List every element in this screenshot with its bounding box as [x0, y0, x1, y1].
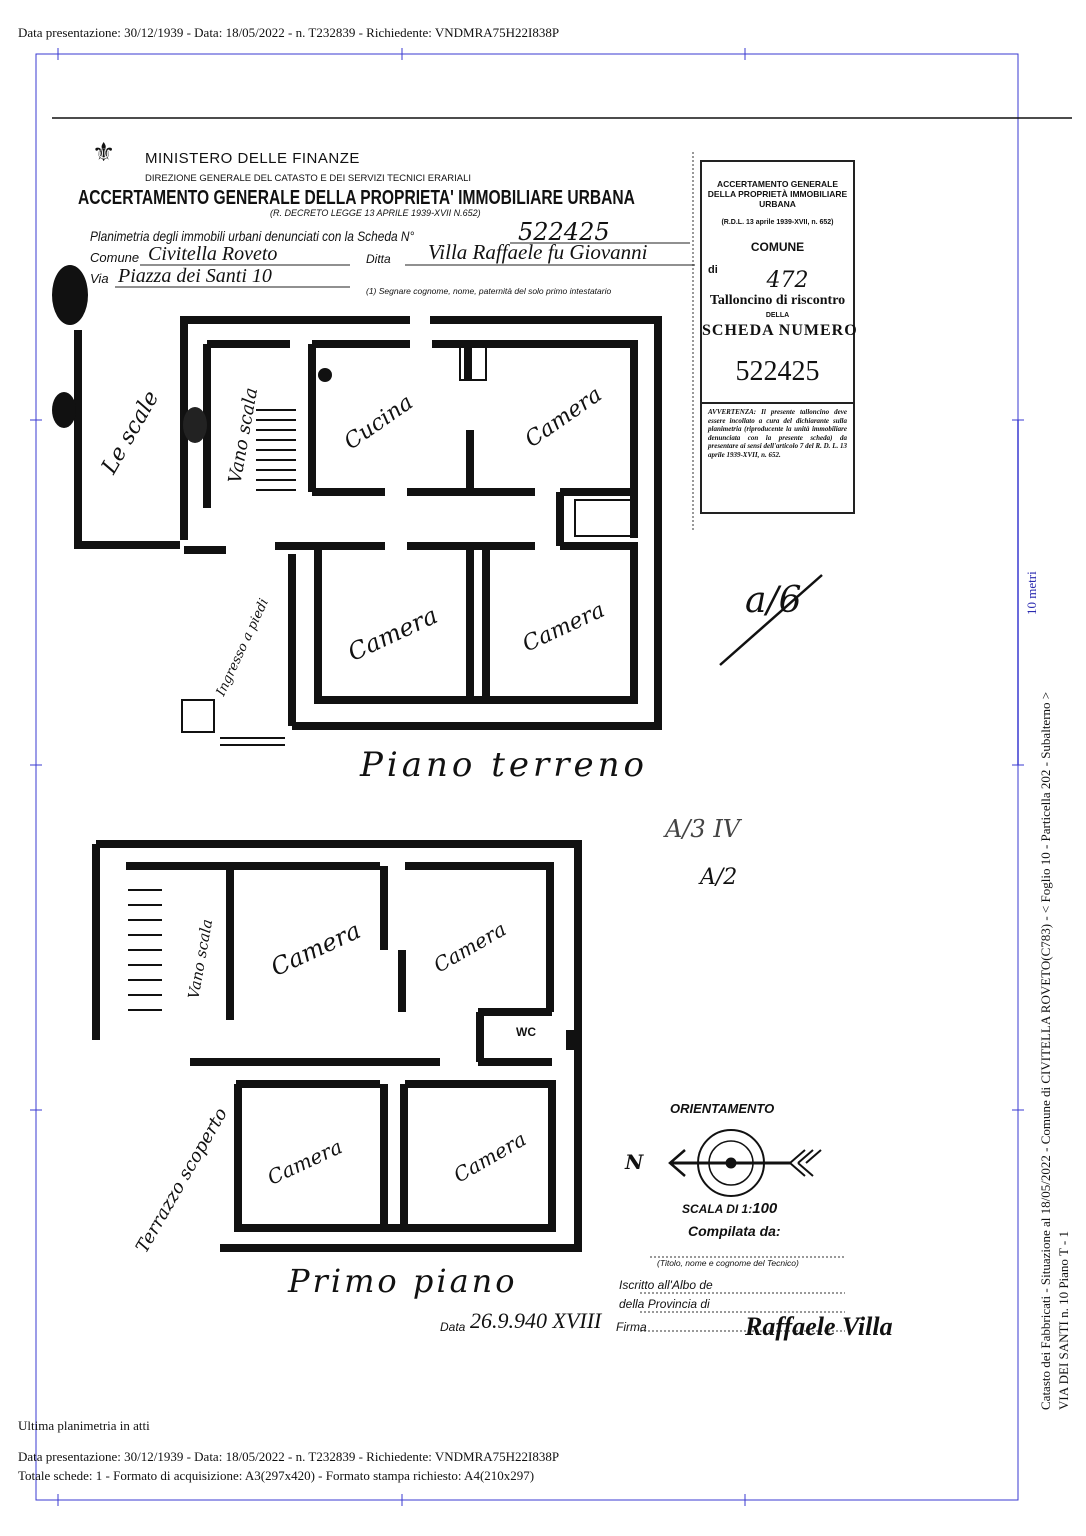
scale-bar-label: 10 metri: [1024, 571, 1039, 615]
scala-label: SCALA DI 1:100: [682, 1200, 778, 1217]
titolo-label: (Titolo, nome e cognome del Tecnico): [657, 1258, 799, 1268]
form-title: ACCERTAMENTO GENERALE DELLA PROPRIETA' I…: [78, 187, 635, 209]
emblem-icon: ⚜: [92, 138, 116, 167]
ditta-value: Villa Raffaele fu Giovanni: [428, 240, 648, 264]
north-label: N: [625, 1150, 644, 1174]
fraction-note: a/6: [745, 580, 802, 621]
talloncino-avvertenza: AVVERTENZA: Il presente talloncino deve …: [702, 402, 853, 463]
talloncino-della: DELLA: [765, 312, 790, 319]
orientamento-label: ORIENTAMENTO: [670, 1101, 775, 1116]
scala-value: 100: [752, 1200, 778, 1217]
talloncino-title: ACCERTAMENTO GENERALE DELLA PROPRIETÀ IM…: [707, 179, 848, 209]
comune-value: Civitella Roveto: [148, 243, 278, 265]
talloncino-scheda: SCHEDA NUMERO: [702, 322, 858, 339]
first-floor-walls: [92, 840, 582, 1252]
decree: (R. DECRETO LEGGE 13 APRILE 1939-XVII N.…: [270, 208, 481, 218]
ground-floor-walls: [74, 316, 662, 730]
footer-line-2: Totale schede: 1 - Formato di acquisizio…: [18, 1468, 535, 1483]
signature: Raffaele Villa: [745, 1312, 893, 1341]
via-value: Piazza dei Santi 10: [118, 265, 272, 287]
data-value: 26.9.940 XVIII: [470, 1308, 602, 1333]
footer-ultima: Ultima planimetria in atti: [18, 1418, 150, 1433]
category-note: A/3 IV: [665, 815, 741, 843]
firma-label: Firma: [616, 1320, 647, 1334]
footer-line-1: Data presentazione: 30/12/1939 - Data: 1…: [18, 1449, 560, 1464]
ministry-name: MINISTERO DELLE FINANZE: [145, 150, 360, 167]
ditta-label: Ditta: [366, 252, 391, 266]
talloncino-riscontro: Talloncino di riscontro: [709, 293, 846, 308]
ground-floor-title: Piano terreno: [360, 745, 648, 785]
via-label: Via: [90, 271, 109, 286]
room-label-wc: WC: [516, 1025, 536, 1039]
side-info-line-2: VIA DEI SANTI n. 10 Piano T - 1: [1056, 1231, 1071, 1410]
first-floor-title: Primo piano: [288, 1262, 518, 1300]
side-info-line-1: Catasto dei Fabbricati - Situazione al 1…: [1038, 691, 1053, 1410]
iscritto-label: Iscritto all'Albo de: [619, 1278, 713, 1292]
talloncino-number: 522425: [735, 356, 820, 387]
planimetria-label: Planimetria degli immobili urbani denunc…: [90, 228, 415, 244]
provincia-label: della Provincia di: [619, 1297, 710, 1311]
category-note-2: A/2: [700, 865, 738, 890]
direction-name: DIREZIONE GENERALE DEL CATASTO E DEI SER…: [145, 173, 472, 184]
comune-label: Comune: [90, 250, 140, 265]
compass-icon: [668, 1129, 822, 1197]
scheda-number: 522425: [518, 218, 610, 246]
talloncino-stub: ACCERTAMENTO GENERALE DELLA PROPRIETÀ IM…: [700, 160, 858, 514]
page-frame: [30, 48, 1024, 1506]
talloncino-di: di: [708, 264, 718, 276]
talloncino-rdl: (R.D.L. 13 aprile 1939-XVII, n. 652): [721, 219, 834, 226]
talloncino-di-value: 472: [766, 268, 809, 293]
header-line: Data presentazione: 30/12/1939 - Data: 1…: [18, 25, 560, 40]
compilata-label: Compilata da:: [688, 1223, 781, 1239]
stairs-first: [128, 889, 162, 1011]
ditta-note: (1) Segnare cognome, nome, paternità del…: [366, 286, 612, 296]
stairs-ground: [256, 409, 296, 491]
data-label: Data: [440, 1320, 466, 1334]
talloncino-comune: COMUNE: [750, 240, 805, 254]
